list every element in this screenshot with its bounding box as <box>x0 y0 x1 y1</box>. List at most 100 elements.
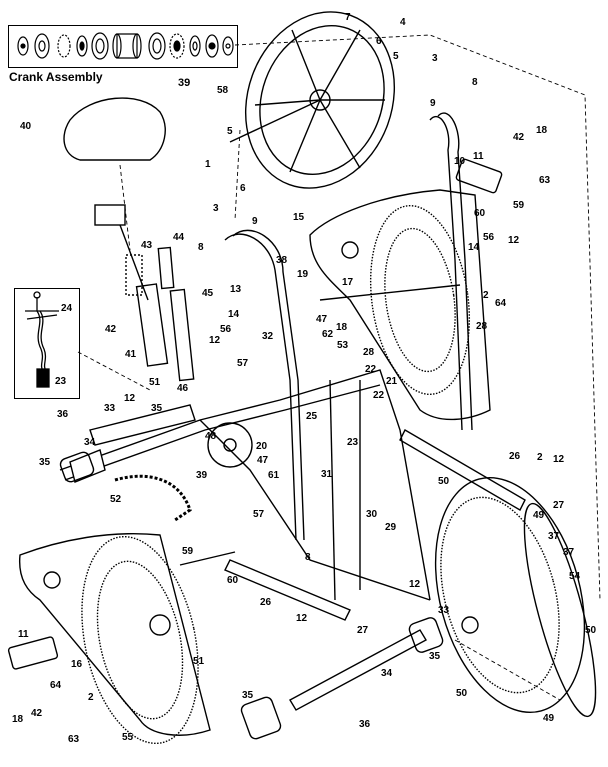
crank-assembly-parts <box>17 32 234 60</box>
right-fan-wheel <box>434 476 597 718</box>
part-callout: 4 <box>400 17 406 28</box>
flywheel <box>244 11 396 189</box>
part-callout: 27 <box>357 625 369 636</box>
part-callout: 3 <box>213 203 219 214</box>
part-callout: 51 <box>149 377 161 388</box>
part-callout: 30 <box>366 509 378 520</box>
part-callout: 18 <box>12 714 24 725</box>
part-callout: 47 <box>316 314 328 325</box>
part-callout: 18 <box>336 322 348 333</box>
left-pedal <box>7 636 59 670</box>
part-callout: 29 <box>385 522 397 533</box>
part-callout: 2 <box>483 290 489 301</box>
part-callout: 37 <box>548 531 560 542</box>
part-callout: 1 <box>205 159 211 170</box>
part-callout: 12 <box>553 454 565 465</box>
part-callout: 12 <box>508 235 520 246</box>
part-callout: 21 <box>386 376 398 387</box>
part-callout: 8 <box>472 77 478 88</box>
part-callout: 35 <box>242 690 254 701</box>
part-callout: 6 <box>240 183 246 194</box>
part-callout: 49 <box>543 713 555 724</box>
part-callout: 41 <box>125 349 137 360</box>
part-callout: 59 <box>513 200 525 211</box>
part-callout: 40 <box>20 121 32 132</box>
front-stabilizer-tube <box>289 629 427 711</box>
part-callout: 14 <box>468 242 480 253</box>
part-callout: 35 <box>151 403 163 414</box>
part-callout: 2 <box>537 452 543 463</box>
part-callout: 34 <box>84 437 96 448</box>
left-fan-shroud <box>18 533 211 745</box>
part-callout: 16 <box>71 659 83 670</box>
seat <box>63 97 166 161</box>
part-callout: 63 <box>68 734 80 745</box>
part-callout: 60 <box>474 208 486 219</box>
part-callout: 7 <box>345 12 351 23</box>
part-callout: 56 <box>220 324 232 335</box>
part-callout: 23 <box>347 437 359 448</box>
cable-part-24: 24 <box>61 303 73 314</box>
cable-part-23: 23 <box>55 376 67 387</box>
part-callout: 6 <box>376 36 382 47</box>
part-callout: 55 <box>122 732 134 743</box>
part-callout: 45 <box>202 288 214 299</box>
cable-detail-inset: 24 23 <box>14 288 80 399</box>
part-callout: 18 <box>536 125 548 136</box>
part-callout: 37 <box>563 547 575 558</box>
part-callout: 56 <box>483 232 495 243</box>
part-callout: 26 <box>509 451 521 462</box>
part-callout: 2 <box>88 692 94 703</box>
part-callout: 25 <box>306 411 318 422</box>
cable-detail-drawing <box>25 291 59 388</box>
right-fan-shroud <box>309 189 491 421</box>
part-callout: 12 <box>124 393 136 404</box>
part-callout: 11 <box>473 151 484 162</box>
part-callout: 64 <box>495 298 507 309</box>
part-callout: 12 <box>296 613 308 624</box>
part-callout: 27 <box>553 500 565 511</box>
part-callout: 51 <box>193 656 205 667</box>
part-callout: 50 <box>585 625 597 636</box>
part-callout: 50 <box>438 476 450 487</box>
part-callout: 42 <box>513 132 525 143</box>
part-callout: 50 <box>456 688 468 699</box>
part-callout: 64 <box>50 680 62 691</box>
part-callout: 34 <box>381 668 393 679</box>
part-callout: 49 <box>533 510 545 521</box>
part-callout: 31 <box>321 469 333 480</box>
part-callout: 14 <box>228 309 240 320</box>
crank-disc <box>207 422 253 468</box>
part-callout: 53 <box>337 340 349 351</box>
part-callout: 12 <box>209 335 221 346</box>
part-callout: 44 <box>173 232 185 243</box>
part-callout: 43 <box>141 240 153 251</box>
part-callout: 42 <box>31 708 43 719</box>
part-callout: 22 <box>365 364 377 375</box>
part-callout: 35 <box>39 457 51 468</box>
left-handle <box>224 233 297 541</box>
part-callout: 47 <box>257 455 269 466</box>
part-callout: 32 <box>262 331 274 342</box>
part-callout: 61 <box>268 470 280 481</box>
crank-assembly-part-number: 39 <box>178 77 191 89</box>
part-callout: 5 <box>393 51 399 62</box>
part-callout: 3 <box>432 53 438 64</box>
part-callout: 8 <box>305 552 311 563</box>
part-callout: 52 <box>110 494 122 505</box>
part-callout: 39 <box>196 470 208 481</box>
part-callout: 46 <box>177 383 189 394</box>
part-callout: 15 <box>293 212 305 223</box>
part-callout: 57 <box>253 509 265 520</box>
part-callout: 33 <box>104 403 116 414</box>
crank-assembly-inset <box>8 25 238 68</box>
part-callout: 28 <box>476 321 488 332</box>
part-callout: 35 <box>429 651 441 662</box>
right-pedal <box>455 158 503 194</box>
part-callout: 38 <box>276 255 288 266</box>
flywheel-axle <box>229 99 321 143</box>
part-callout: 9 <box>252 216 258 227</box>
part-callout: 58 <box>217 85 229 96</box>
